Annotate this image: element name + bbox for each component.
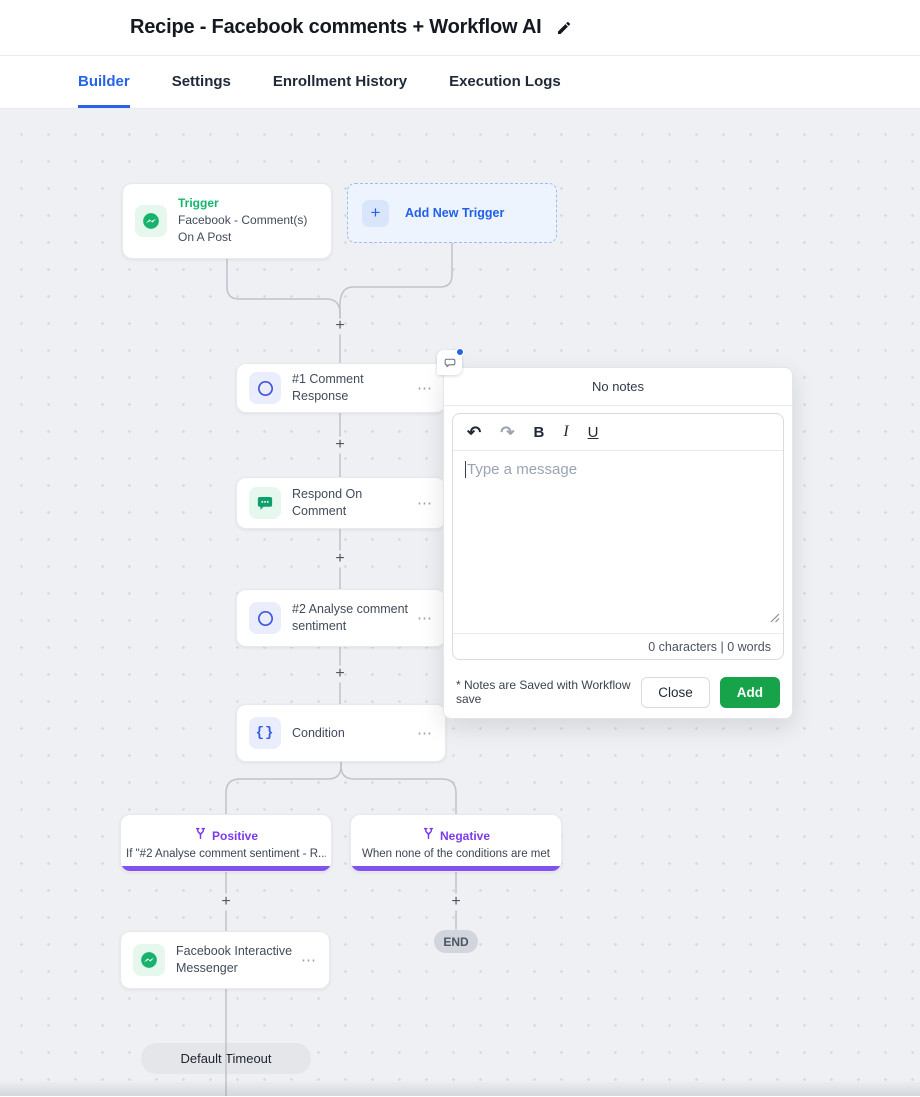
add-step-icon[interactable]: + <box>335 317 345 334</box>
notes-popup-footer: * Notes are Saved with Workflow save Clo… <box>444 666 792 718</box>
node-analyse-sentiment[interactable]: #2 Analyse comment sentiment ⋯ <box>236 589 446 647</box>
node-menu-icon[interactable]: ⋯ <box>417 380 433 397</box>
tab-enrollment-history[interactable]: Enrollment History <box>272 73 408 90</box>
add-step-icon[interactable]: + <box>335 550 345 567</box>
notes-popup: No notes ↶ ↷ B I U Type a message 0 char… <box>443 367 793 719</box>
add-button[interactable]: Add <box>719 676 780 708</box>
branch-fork-icon <box>194 827 207 845</box>
add-new-trigger-button[interactable]: + Add New Trigger <box>347 183 557 243</box>
facebook-messenger-icon <box>133 944 165 976</box>
close-button[interactable]: Close <box>641 676 710 708</box>
node-condition[interactable]: {} Condition ⋯ <box>236 704 446 762</box>
notes-save-hint: * Notes are Saved with Workflow save <box>456 678 631 706</box>
branch-condition: If "#2 Analyse comment sentiment - R... <box>126 847 326 860</box>
trigger-title: Facebook - Comment(s) On A Post <box>178 213 308 244</box>
text-cursor <box>465 461 466 478</box>
add-step-icon[interactable]: + <box>335 436 345 453</box>
workflow-header: Recipe - Facebook comments + Workflow AI <box>0 0 920 56</box>
branch-condition: When none of the conditions are met <box>362 847 550 860</box>
undo-icon[interactable]: ↶ <box>467 422 482 442</box>
note-bubble-icon[interactable] <box>437 348 464 375</box>
node-label: Condition <box>292 725 345 740</box>
node-label: #2 Analyse comment sentiment <box>292 602 409 633</box>
workflow-canvas[interactable]: + + + + + + Trigger Facebook - Comment(s… <box>0 109 920 1096</box>
node-menu-icon[interactable]: ⋯ <box>301 952 317 969</box>
redo-icon[interactable]: ↷ <box>500 422 515 442</box>
notes-popup-title: No notes <box>444 368 792 406</box>
end-badge: END <box>434 930 478 953</box>
tab-settings[interactable]: Settings <box>171 73 231 90</box>
add-step-icon[interactable]: + <box>221 893 231 910</box>
plus-icon: + <box>362 199 389 227</box>
tab-execution-logs[interactable]: Execution Logs <box>449 73 561 90</box>
editor-placeholder: Type a message <box>467 461 578 478</box>
notes-toolbar: ↶ ↷ B I U <box>453 414 783 451</box>
branch-accent-bar <box>351 866 561 871</box>
italic-button[interactable]: I <box>563 423 569 440</box>
openai-icon <box>249 372 281 404</box>
tab-builder[interactable]: Builder <box>78 56 130 108</box>
edit-title-icon[interactable] <box>556 20 572 36</box>
notification-dot <box>456 348 464 356</box>
add-step-icon[interactable]: + <box>451 893 461 910</box>
resize-handle-icon[interactable] <box>770 610 780 628</box>
notes-text-input[interactable]: Type a message <box>453 451 783 633</box>
trigger-node[interactable]: Trigger Facebook - Comment(s) On A Post <box>122 183 332 259</box>
branch-accent-bar <box>121 866 331 871</box>
comment-bubble-icon <box>249 487 281 519</box>
node-respond-on-comment[interactable]: Respond On Comment ⋯ <box>236 477 446 529</box>
page-title: Recipe - Facebook comments + Workflow AI <box>130 16 542 38</box>
add-new-trigger-label: Add New Trigger <box>405 206 505 220</box>
node-label: Respond On Comment <box>292 487 363 518</box>
trigger-badge: Trigger <box>178 196 219 211</box>
character-word-count: 0 characters | 0 words <box>453 633 783 659</box>
branch-fork-icon <box>422 827 435 845</box>
branch-label: Positive <box>211 828 259 843</box>
facebook-messenger-icon <box>135 205 167 237</box>
node-label: Facebook Interactive Messenger <box>176 944 293 975</box>
branch-negative[interactable]: Negative When none of the conditions are… <box>350 814 562 872</box>
node-menu-icon[interactable]: ⋯ <box>417 610 433 627</box>
node-menu-icon[interactable]: ⋯ <box>417 495 433 512</box>
default-timeout-pill[interactable]: Default Timeout <box>141 1043 311 1074</box>
underline-button[interactable]: U <box>587 423 599 441</box>
bold-button[interactable]: B <box>533 423 545 441</box>
node-facebook-interactive-messenger[interactable]: Facebook Interactive Messenger ⋯ <box>120 931 330 989</box>
node-label: #1 Comment Response <box>292 372 364 403</box>
branch-label: Negative <box>439 828 491 843</box>
braces-icon: {} <box>249 717 281 749</box>
node-menu-icon[interactable]: ⋯ <box>417 725 433 742</box>
add-step-icon[interactable]: + <box>335 665 345 682</box>
tab-bar: Builder Settings Enrollment History Exec… <box>0 56 920 109</box>
notes-editor: ↶ ↷ B I U Type a message 0 characters | … <box>452 413 784 660</box>
node-comment-response[interactable]: #1 Comment Response ⋯ <box>236 363 446 413</box>
openai-icon <box>249 602 281 634</box>
branch-positive[interactable]: Positive If "#2 Analyse comment sentimen… <box>120 814 332 872</box>
